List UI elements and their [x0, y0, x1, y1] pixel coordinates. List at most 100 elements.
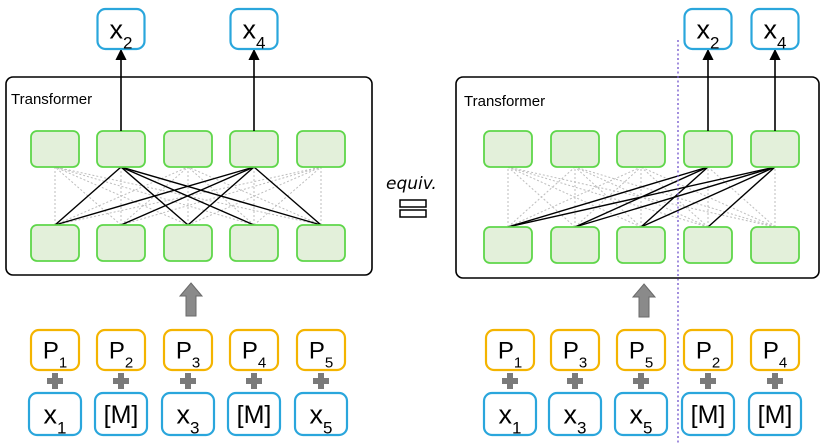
right-position-5-text: P4	[763, 338, 787, 372]
right-plus-icon-3	[633, 373, 649, 389]
left-output-token-2-text: x4	[243, 15, 266, 53]
equiv-label: equiv.	[386, 174, 437, 194]
left-bottom-node-2	[96, 224, 146, 262]
right-plus-signs	[502, 373, 783, 389]
left-input-token-4-text: [M]	[237, 401, 272, 429]
left-position-5-text: P5	[309, 338, 333, 372]
right-input-token-4-box	[680, 391, 736, 437]
right-position-2-text: P3	[563, 338, 587, 372]
left-output-token-1: x2	[96, 7, 146, 53]
left-plus-icon-4	[246, 373, 262, 389]
left-input-token-5-text: x5	[310, 400, 333, 438]
right-top-nodes	[483, 130, 800, 168]
right-position-1-text: P1	[498, 338, 522, 372]
right-input-token-3-box	[613, 391, 669, 437]
right-input-token-2-box	[547, 391, 603, 437]
left-output-token-1-box	[96, 7, 146, 51]
right-plus-icon-2-horizontal	[567, 378, 583, 384]
left-input-arrow	[178, 282, 204, 317]
right-input-token-2-base: x	[564, 400, 578, 430]
right-position-3-base: P	[629, 338, 645, 365]
right-position-5-box	[749, 328, 801, 372]
right-input-token-4-text: [M]	[691, 401, 726, 429]
left-input-token-5: x5	[293, 391, 349, 438]
right-bottom-node-5	[750, 226, 800, 264]
left-input-token-5-subscript: 5	[323, 418, 332, 437]
left-bottom-node-1	[30, 224, 80, 262]
right-position-3: P5	[615, 328, 667, 372]
left-output-token-2-subscript: 4	[256, 33, 265, 52]
left-plus-icon-1-horizontal	[47, 378, 63, 384]
left-input-token-3-box	[160, 391, 216, 437]
right-transformer-label: Transformer	[464, 93, 545, 110]
left-input-token-1-subscript: 1	[57, 418, 66, 437]
left-input-token-3: x3	[160, 391, 216, 438]
right-top-node-4	[683, 130, 733, 168]
left-input-token-4: [M]	[226, 391, 282, 437]
left-plus-icon-2-horizontal	[113, 378, 129, 384]
right-position-3-text: P5	[629, 338, 653, 372]
right-input-token-2-text: x3	[564, 400, 587, 438]
right-input-token-5-text: [M]	[758, 401, 793, 429]
left-attention-line-0-3	[54, 166, 255, 226]
left-input-token-1: x1	[27, 391, 83, 438]
right-input-token-1-box	[482, 391, 538, 437]
left-position-4-text: P4	[242, 338, 266, 372]
left-input-token-5-base: x	[310, 400, 324, 430]
left-input-token-3-text: x3	[177, 400, 200, 438]
right-bottom-node-2	[550, 226, 600, 264]
right-position-3-subscript: 5	[645, 354, 653, 371]
left-position-2-box	[95, 328, 147, 372]
left-input-token-3-subscript: 3	[190, 418, 199, 437]
right-output-token-1-subscript: 2	[710, 33, 719, 52]
left-output-token-1-text: x2	[110, 15, 133, 53]
right-position-4: P2	[682, 328, 734, 372]
left-top-node-5	[296, 130, 346, 168]
right-input-token-3-text: x5	[630, 400, 653, 438]
left-position-5: P5	[295, 328, 347, 372]
right-attention-lines	[507, 166, 776, 228]
right-attention-line-1-4	[574, 166, 776, 228]
left-top-node-4	[229, 130, 279, 168]
left-position-3: P3	[162, 328, 214, 372]
right-position-2-box	[549, 328, 601, 372]
left-position-2-text: P2	[109, 338, 133, 372]
right-input-token-1-subscript: 1	[512, 418, 521, 437]
right-position-2-subscript: 3	[579, 354, 587, 371]
left-input-token-4-box	[226, 391, 282, 437]
right-position-4-box	[682, 328, 734, 372]
right-bottom-node-1	[483, 226, 533, 264]
right-position-4-base: P	[696, 338, 712, 365]
left-input-token-1-text: x1	[44, 400, 67, 438]
left-plus-icon-1	[47, 373, 63, 389]
left-position-1-base: P	[43, 338, 59, 365]
left-plus-icon-3-horizontal	[180, 378, 196, 384]
right-input-token-2-subscript: 3	[577, 418, 586, 437]
right-attention-line-3-4	[707, 166, 776, 228]
right-output-token-1-text: x2	[697, 15, 720, 53]
left-attention-line-0-1	[54, 166, 122, 226]
left-attention-line-1-3	[120, 166, 255, 226]
left-input-token-2: [M]	[93, 391, 149, 437]
right-attention-line-0-4	[507, 166, 776, 228]
right-position-5-subscript: 4	[779, 354, 787, 371]
left-bottom-node-3	[163, 224, 213, 262]
right-input-token-4-base: [M]	[691, 401, 726, 429]
left-position-3-box	[162, 328, 214, 372]
left-position-4: P4	[228, 328, 280, 372]
left-plus-icon-5	[313, 373, 329, 389]
right-attention-line-2-4	[640, 166, 776, 228]
right-top-node-1	[483, 130, 533, 168]
right-output-token-2-subscript: 4	[777, 33, 786, 52]
equiv-bar-bottom	[399, 209, 427, 218]
right-input-token-3-base: x	[630, 400, 644, 430]
left-plus-icon-2	[113, 373, 129, 389]
left-output-token-2-base: x	[243, 15, 257, 45]
left-position-1-box	[29, 328, 81, 372]
